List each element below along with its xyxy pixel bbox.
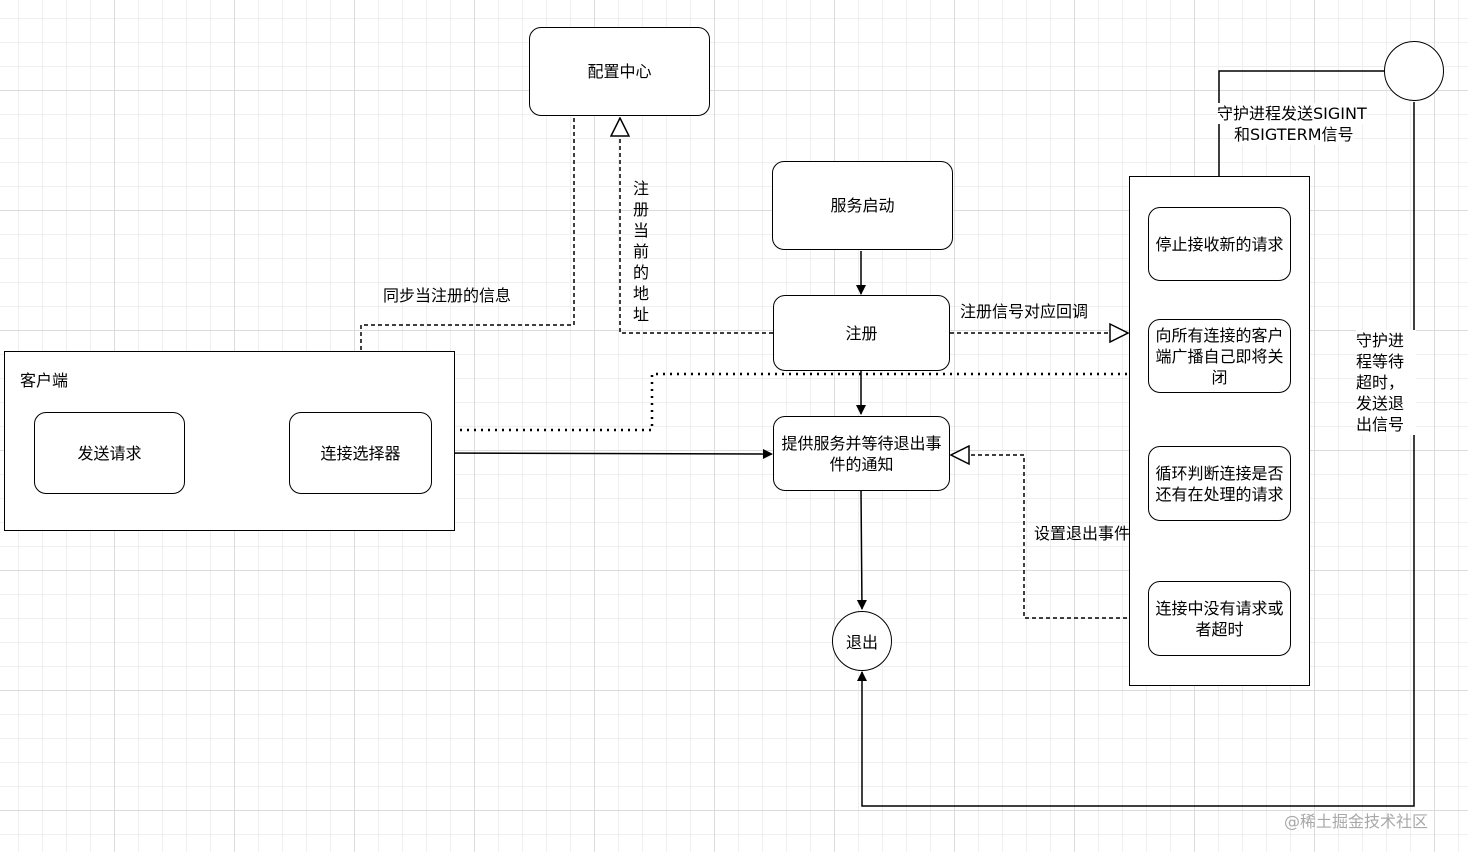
stop-receive-node[interactable]: 停止接收新的请求 xyxy=(1148,207,1291,281)
edge-norequest-to-provide xyxy=(951,455,1148,619)
exit-node[interactable]: 退出 xyxy=(832,611,892,671)
loop-check-node[interactable]: 循环判断连接是否还有在处理的请求 xyxy=(1148,446,1291,521)
label-set-exit: 设置退出事件 xyxy=(1034,524,1131,543)
conn-selector-node[interactable]: 连接选择器 xyxy=(289,412,432,494)
client-group-label: 客户端 xyxy=(20,371,69,390)
label-signal-callback: 注册信号对应回调 xyxy=(960,302,1089,321)
broadcast-node[interactable]: 向所有连接的客户端广播自己即将关闭 xyxy=(1148,319,1291,393)
watermark: @稀土掘金技术社区 xyxy=(1284,812,1429,831)
register-node[interactable]: 注册 xyxy=(773,295,950,371)
no-request-node[interactable]: 连接中没有请求或者超时 xyxy=(1148,581,1291,656)
label-daemon-wait: 守护进程等待超时，发送退出信号 xyxy=(1356,330,1416,435)
edge-register-to-config xyxy=(620,118,773,334)
send-request-node[interactable]: 发送请求 xyxy=(34,412,185,494)
edge-selector-provide xyxy=(432,448,773,459)
config-center-node[interactable]: 配置中心 xyxy=(529,27,710,116)
service-start-node[interactable]: 服务启动 xyxy=(772,161,953,250)
label-daemon-send-1: 守护进程发送SIGINT xyxy=(1217,103,1367,124)
provide-service-node[interactable]: 提供服务并等待退出事件的通知 xyxy=(773,416,950,491)
label-daemon-send-2: 和SIGTERM信号 xyxy=(1234,124,1354,145)
edge-daemon-to-stop xyxy=(1214,70,1384,206)
label-register-address: 注册当前的地址 xyxy=(632,179,649,324)
label-sync-info: 同步当注册的信息 xyxy=(383,286,512,305)
edge-provide-to-exit xyxy=(856,490,867,610)
edge-daemon-to-exit xyxy=(857,102,1415,807)
daemon-node[interactable] xyxy=(1384,41,1444,101)
